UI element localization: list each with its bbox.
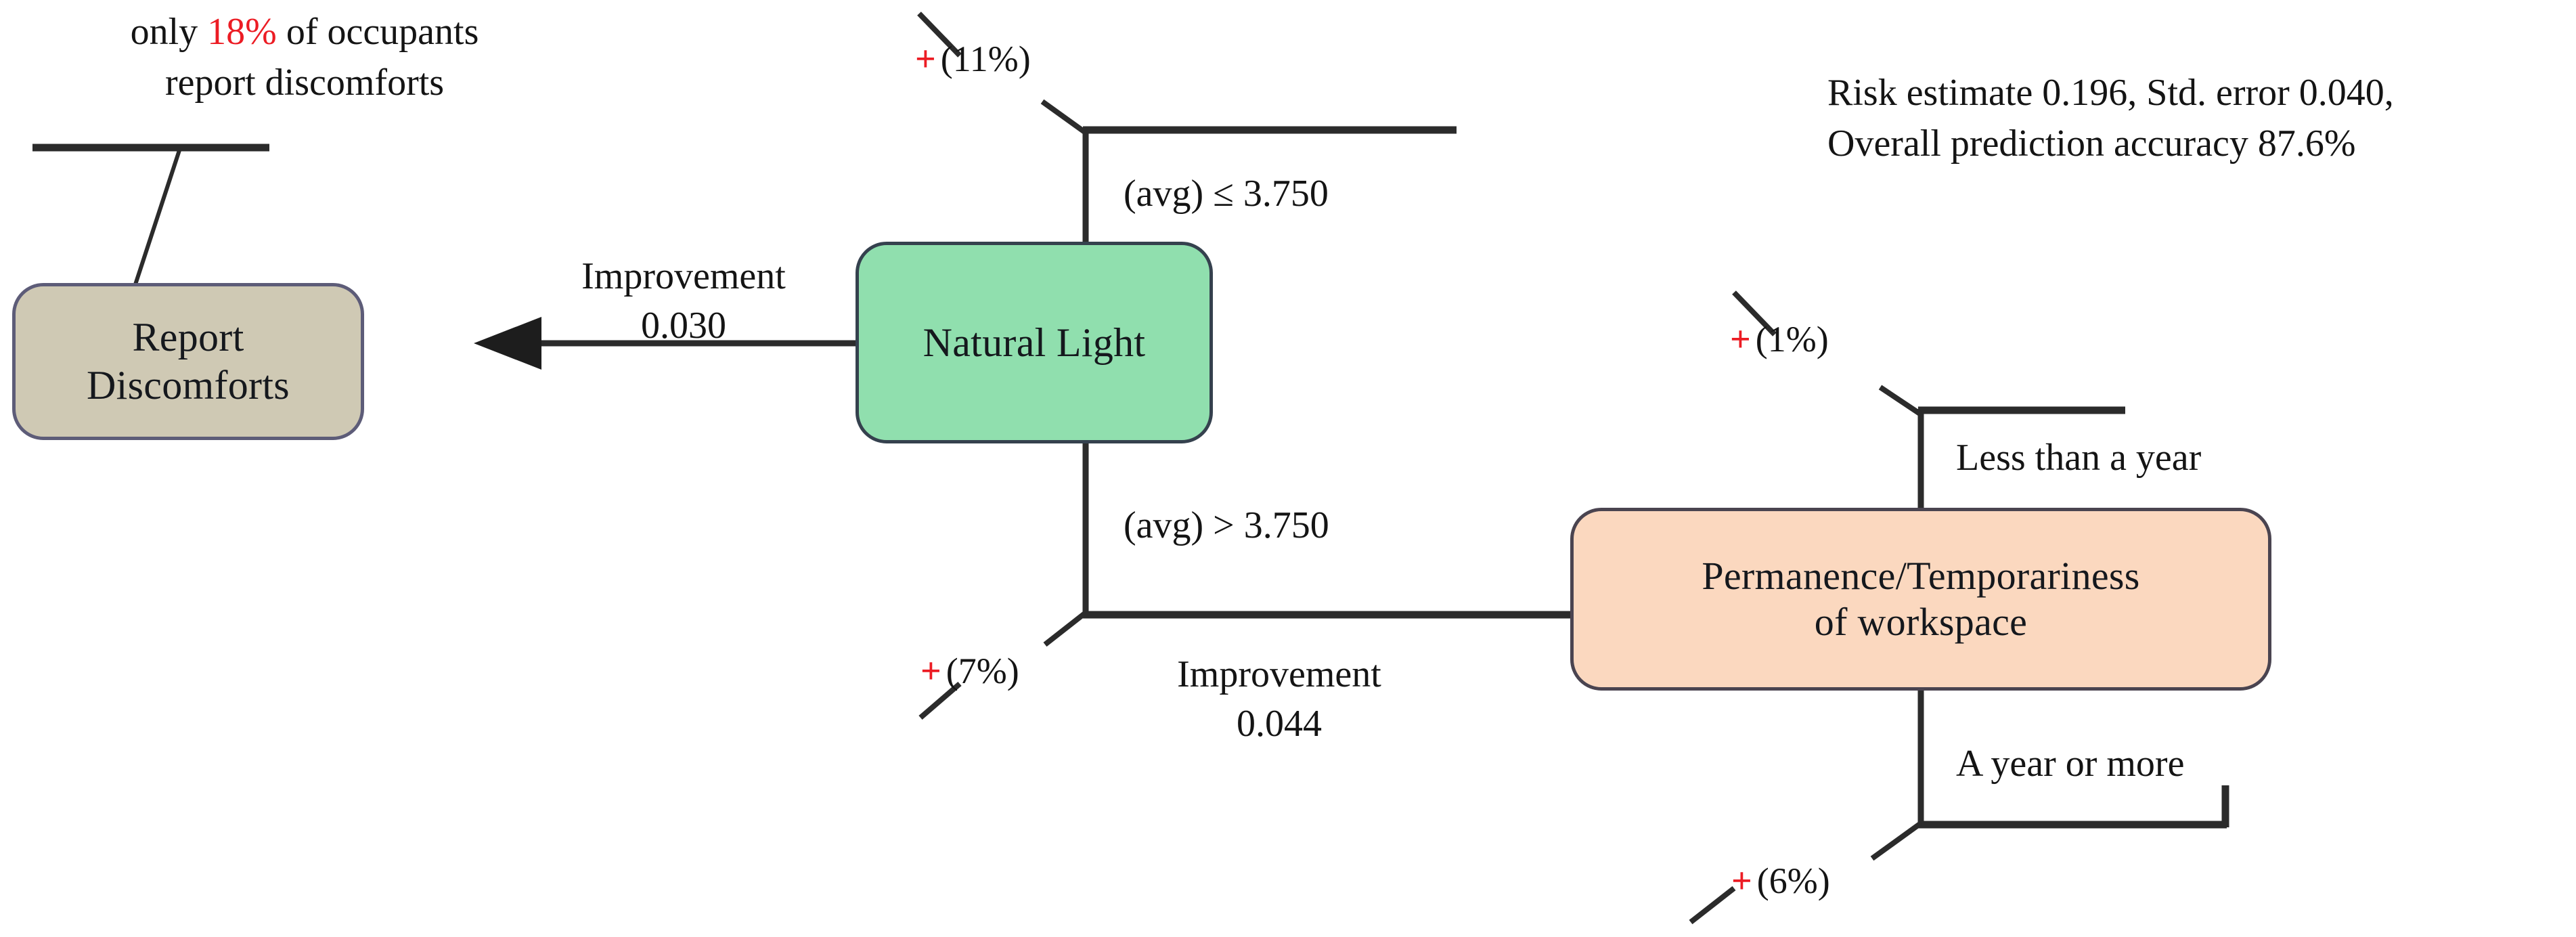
tick-lower-left-6 <box>1689 886 1736 925</box>
plus-sign-icon-1: + <box>1730 319 1751 359</box>
node-report-line1: Report <box>132 315 244 360</box>
edge-label-improvement-030-line1: Improvement <box>581 255 786 297</box>
marker-plus-7-percent: +(7%) <box>920 650 1019 692</box>
plus-sign-icon-6: + <box>1731 860 1752 901</box>
split-label-natural-light-lower: (avg) > 3.750 <box>1124 504 1329 546</box>
annotation-left-highlight-percent: 18% <box>207 11 277 53</box>
marker-6-percent-value: (6%) <box>1756 860 1830 901</box>
edge-label-improvement-044: Improvement 0.044 <box>1117 650 1442 749</box>
node-perm-line1: Permanence/Temporariness <box>1702 553 2140 598</box>
annotation-occupants-discomfort: only 18% of occupants report discomforts <box>27 7 582 108</box>
annotation-right-line1: Risk estimate 0.196, Std. error 0.040, <box>1827 72 2394 114</box>
node-light-label: Natural Light <box>923 320 1146 365</box>
node-report-line2: Discomforts <box>87 363 290 408</box>
annotation-left-line1-pre: only <box>130 11 208 53</box>
split-label-permanence-lower: A year or more <box>1956 743 2185 785</box>
tick-lower-right-1 <box>1878 385 1923 417</box>
marker-7-percent-value: (7%) <box>946 651 1019 691</box>
plus-sign-icon-11: + <box>915 39 936 79</box>
marker-plus-1-percent: +(1%) <box>1730 318 1829 360</box>
annotation-right-line2: Overall prediction accuracy 87.6% <box>1827 123 2356 165</box>
node-natural-light[interactable]: Natural Light <box>856 242 1213 443</box>
node-report-discomforts[interactable]: Report Discomforts <box>12 283 364 440</box>
marker-plus-11-percent: +(11%) <box>915 38 1031 80</box>
split-label-permanence-upper: Less than a year <box>1956 437 2202 479</box>
edge-label-improvement-044-line1: Improvement <box>1177 653 1381 695</box>
tick-lower-right-11 <box>1040 99 1088 135</box>
edge-label-improvement-030: Improvement 0.030 <box>521 252 846 351</box>
annotation-left-line2: report discomforts <box>164 62 445 104</box>
node-report-label: Report Discomforts <box>87 313 290 410</box>
node-permanence-temporariness[interactable]: Permanence/Temporariness of workspace <box>1570 508 2271 691</box>
annotation-left-line1: only 18% of occupants <box>27 7 582 58</box>
tick-upper-right-6 <box>1870 821 1923 861</box>
marker-plus-6-percent: +(6%) <box>1731 860 1830 902</box>
node-perm-line2: of workspace <box>1814 600 2028 644</box>
node-perm-label: Permanence/Temporariness of workspace <box>1702 553 2139 646</box>
edge-label-improvement-030-line2: 0.030 <box>641 304 726 347</box>
annotation-leader-line <box>133 150 181 285</box>
edge-label-improvement-044-line2: 0.044 <box>1237 702 1322 745</box>
annotation-risk-estimate: Risk estimate 0.196, Std. error 0.040, O… <box>1827 68 2572 169</box>
tick-upper-right-7 <box>1043 610 1088 647</box>
marker-1-percent-value: (1%) <box>1755 319 1829 359</box>
marker-11-percent-value: (11%) <box>940 39 1031 79</box>
plus-sign-icon-7: + <box>920 651 941 691</box>
split-label-natural-light-upper: (avg) ≤ 3.750 <box>1124 173 1329 215</box>
annotation-left-line1-post: of occupants <box>276 11 479 53</box>
